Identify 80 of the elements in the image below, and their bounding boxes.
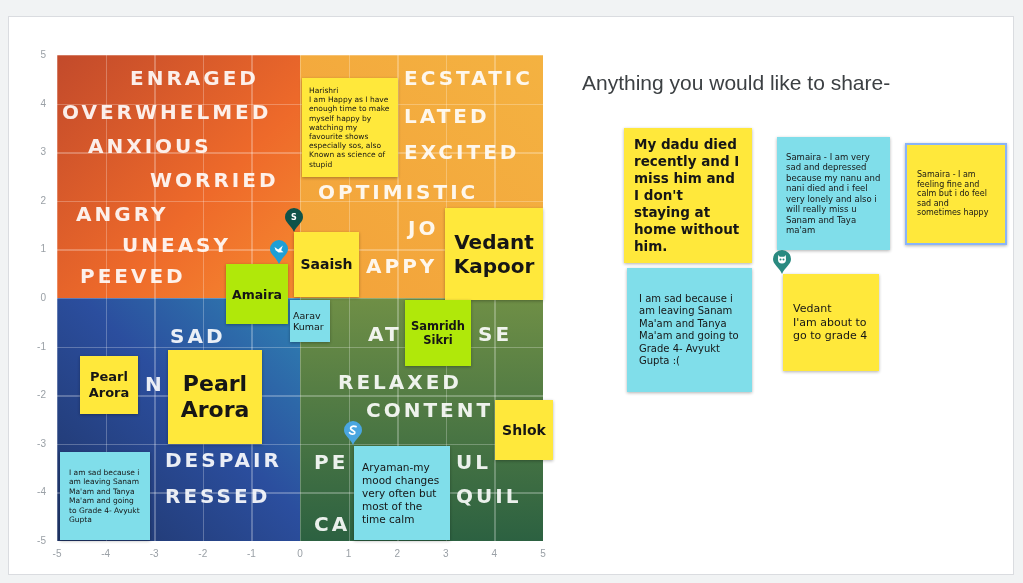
note-text: I'am about to go to grade 4: [793, 315, 869, 343]
sticky-note: [624, 128, 752, 263]
axis-tick-label: -1: [246, 548, 256, 560]
mood-word: ANGRY: [76, 202, 169, 226]
sticky-note: [405, 300, 471, 366]
note-text: I am sad because i am leaving Sanam Ma'am and Tanya Ma'am and going to Grade 4- Avyukt Gupta :(: [639, 292, 740, 368]
note-text: Shlok: [501, 421, 547, 439]
mood-word: QUIL: [456, 484, 522, 508]
axis-tick-label: -5: [52, 548, 62, 560]
axis-tick-label: 0: [40, 292, 46, 304]
mood-word: CA: [314, 512, 351, 536]
axis-tick-label: 1: [40, 243, 46, 256]
axis-tick-label: -2: [37, 389, 46, 402]
note-text: Pearl Arora: [87, 369, 131, 401]
mood-word: PE: [314, 450, 349, 474]
sticky-note: [80, 356, 138, 414]
axis-tick-label: -1: [37, 340, 46, 353]
mood-word: ECSTATIC: [404, 66, 533, 90]
mood-word: WORRIED: [150, 168, 279, 192]
mood-word: CONTENT: [366, 398, 494, 422]
axis-tick-label: -5: [37, 535, 46, 547]
axis-tick-label: 1: [345, 548, 352, 560]
sticky-note: [290, 300, 330, 342]
mood-word: LATED: [404, 104, 490, 128]
axis-tick-label: -4: [101, 548, 111, 560]
mood-word: EXCITED: [404, 140, 520, 164]
note-text: Samridh Sikri: [409, 319, 467, 347]
sticky-note: [60, 452, 150, 540]
axis-tick-label: 3: [40, 146, 46, 159]
axis-tick-label: 4: [40, 97, 46, 110]
note-text: Vedant Kapoor: [452, 230, 536, 278]
mood-word: RESSED: [165, 484, 271, 508]
avatar-initial: S: [291, 212, 297, 222]
axis-tick-label: 2: [40, 194, 46, 207]
mood-word: DESPAIR: [165, 448, 282, 472]
mood-word: SE: [478, 322, 513, 346]
note-text: Aryaman-my mood changes very often but most of the time calm: [362, 460, 441, 526]
axis-tick-label: 3: [443, 548, 449, 560]
mood-word: OVERWHELMED: [62, 100, 272, 124]
axis-tick-label: -3: [37, 437, 46, 450]
sticky-note: [783, 274, 879, 371]
mood-word: PEEVED: [80, 264, 186, 288]
sticky-note: [495, 400, 553, 460]
axis-tick-label: -4: [37, 486, 46, 499]
sticky-note: [445, 208, 543, 300]
sticky-note: [627, 268, 752, 392]
section-heading: Anything you would like to share-: [582, 70, 891, 96]
mood-word: APPY: [366, 254, 438, 278]
note-text: My dadu died recently and I miss him and I don't staying at home without him.: [634, 136, 741, 255]
note-text: Pearl Arora: [179, 371, 251, 423]
mood-word: RELAXED: [338, 370, 462, 394]
note-text: Samaira - I am feeling fine and calm but i do feel sad and sometimes happy: [917, 170, 990, 218]
note-text: Amaira: [231, 286, 283, 302]
sticky-note: [294, 232, 359, 297]
sticky-note: [226, 264, 288, 324]
note-text: Aarav Kumar: [293, 309, 325, 333]
sticky-note: [168, 350, 262, 444]
note-text: Samaira - I am very sad and depressed because my nanu and nani died and i feel very lonely and also i will really miss u Sanam and Taya ma'am: [786, 151, 881, 236]
mood-word: JO: [408, 216, 439, 240]
mood-word: N: [145, 372, 165, 396]
sticky-note: [905, 143, 1007, 245]
axis-tick-label: -2: [198, 548, 208, 560]
axis-tick-label: 0: [297, 548, 303, 560]
axis-tick-label: 5: [40, 49, 46, 61]
mood-word: ENRAGED: [130, 66, 259, 90]
axis-tick-label: 4: [491, 548, 498, 560]
mood-word: SAD: [170, 324, 226, 348]
axis-tick-label: -3: [149, 548, 159, 560]
axis-tick-label: 2: [394, 548, 400, 560]
sticky-note: [302, 78, 398, 177]
sticky-note: [354, 446, 450, 540]
mood-word: UL: [456, 450, 491, 474]
mood-word: AT: [368, 322, 402, 346]
mood-word: ANXIOUS: [88, 134, 212, 158]
mood-word: OPTIMISTIC: [318, 180, 479, 204]
note-text: Saaish: [299, 256, 354, 273]
mood-word: UNEASY: [122, 233, 231, 257]
sticky-note: [777, 137, 890, 250]
author-name: Vedant: [793, 302, 833, 316]
axis-tick-label: 5: [540, 548, 546, 560]
